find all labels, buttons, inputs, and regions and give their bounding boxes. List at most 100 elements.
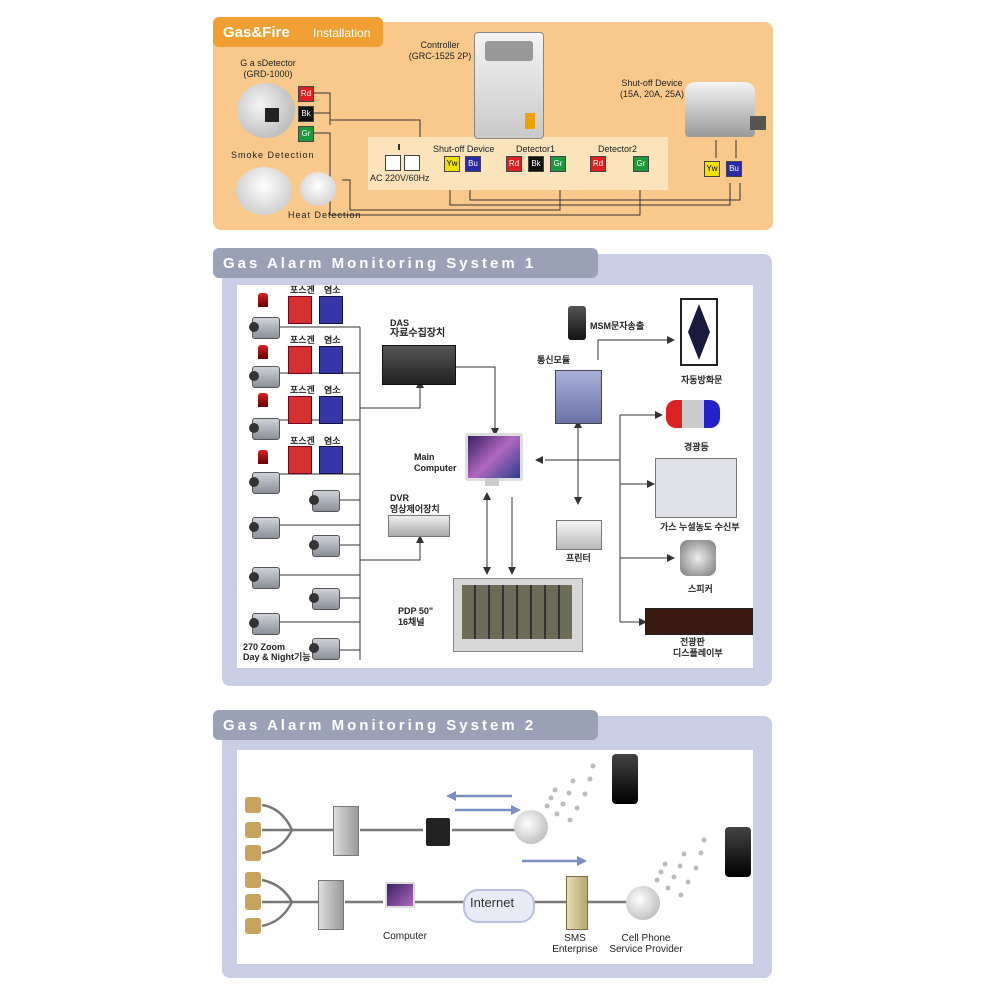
- smartphone-icon: [568, 306, 586, 340]
- smoke-label: Smoke Detection: [231, 150, 315, 160]
- internet-label: Internet: [470, 895, 515, 910]
- led-label-2: 디스플레이부: [673, 648, 723, 658]
- computer-label: Computer: [383, 931, 427, 942]
- main-label: Main: [414, 452, 435, 462]
- installation-header: Gas&Fire Installation: [213, 17, 383, 47]
- camera-daynight-label: Day & Night기능: [243, 652, 311, 662]
- dvr-label: DVR: [390, 493, 410, 503]
- phosgene-sensor-icon: [288, 396, 312, 424]
- camera-zoom-label: 270 Zoom: [243, 642, 286, 652]
- phosgene-label: 포스겐: [290, 385, 315, 395]
- phosgene-label: 포스겐: [290, 335, 315, 345]
- shutoff-valve-image: [750, 116, 766, 130]
- shutoff-wire-bu: Bu: [726, 161, 742, 177]
- strip-bu: Bu: [465, 156, 481, 172]
- printer-label: 프린터: [566, 553, 591, 563]
- auto-door-label: 자동방화문: [681, 375, 723, 385]
- controller-image: [474, 32, 544, 139]
- chlorine-label: 염소: [324, 285, 341, 295]
- camera-icon: [309, 588, 340, 610]
- internet-cloud-icon: [463, 889, 535, 923]
- gas-detector-label: G a sDetector: [240, 58, 296, 68]
- phosgene-sensor-icon: [288, 346, 312, 374]
- sms-label-2: Enterprise: [552, 944, 598, 955]
- shutoff-wire-yw: Yw: [704, 161, 720, 177]
- beacon-icon: [258, 293, 268, 307]
- shutoff-device-image: [685, 82, 755, 137]
- ac-terminal-2: [404, 155, 420, 171]
- chlorine-sensor-icon: [319, 446, 343, 474]
- controller-box-icon: [318, 880, 344, 930]
- sensor-icon: [245, 918, 261, 934]
- strip-det1-label: Detector1: [516, 144, 556, 154]
- det1-bk: Bk: [528, 156, 544, 172]
- beacon-icon: [258, 345, 268, 359]
- warning-light-label: 경광등: [684, 442, 709, 452]
- beacon-icon: [258, 393, 268, 407]
- dvr-kr-label: 영상제어장치: [390, 504, 440, 514]
- sensor-icon: [245, 894, 261, 910]
- msm-label: MSM문자송출: [590, 321, 645, 331]
- sensor-icon: [245, 872, 261, 888]
- strip-shutoff-label: Shut-off Device: [433, 144, 495, 154]
- camera-icon: [249, 418, 280, 440]
- wire-rd: Rd: [298, 86, 314, 102]
- monitoring2-title: Gas Alarm Monitoring System 2: [223, 717, 537, 734]
- gas-receiver-label: 가스 누설농도 수신부: [660, 522, 740, 532]
- camera-icon: [249, 472, 280, 494]
- pdp-label: PDP 50": [398, 606, 434, 616]
- det1-rd: Rd: [506, 156, 522, 172]
- phosgene-sensor-icon: [288, 296, 312, 324]
- shutoff-device-model: (15A, 20A, 25A): [619, 89, 685, 99]
- ac-terminal-1: [385, 155, 401, 171]
- pdp-ch-label: 16채널: [398, 617, 425, 627]
- satellite-dish-icon: [626, 886, 660, 920]
- chlorine-sensor-icon: [319, 296, 343, 324]
- speaker-image: [680, 540, 716, 576]
- det1-gr: Gr: [550, 156, 566, 172]
- gas-detector-display: [265, 108, 279, 122]
- beacon-icon: [258, 450, 268, 464]
- comm-module-image: [555, 370, 602, 424]
- header-title-big: Gas&Fire: [223, 24, 290, 41]
- controller-box-icon: [333, 806, 359, 856]
- wire-gr: Gr: [298, 126, 314, 142]
- heat-detector-image: [300, 172, 336, 206]
- chlorine-sensor-icon: [319, 346, 343, 374]
- camera-icon: [309, 490, 340, 512]
- cell-provider-label-2: Service Provider: [609, 944, 683, 955]
- chlorine-sensor-icon: [319, 396, 343, 424]
- sms-server-icon: [566, 876, 588, 930]
- strip-yw: Yw: [444, 156, 460, 172]
- led-label-1: 전광판: [680, 637, 705, 647]
- strip-det2-label: Detector2: [598, 144, 638, 154]
- das-kr-label: 자료수집장치: [390, 328, 446, 339]
- chlorine-label: 염소: [324, 385, 341, 395]
- camera-icon: [249, 613, 280, 635]
- heat-label: Heat Detection: [288, 210, 362, 220]
- chlorine-label: 염소: [324, 335, 341, 345]
- main-computer-label: Computer: [414, 463, 457, 473]
- modem-icon: [426, 818, 450, 846]
- pdp-display-image: [453, 578, 583, 652]
- auto-door-image: [680, 298, 718, 366]
- sensor-icon: [245, 822, 261, 838]
- comm-label: 통신모듈: [537, 355, 571, 365]
- monitoring2-header: Gas Alarm Monitoring System 2: [213, 710, 598, 740]
- phosgene-sensor-icon: [288, 446, 312, 474]
- monitoring1-wiring: [270, 326, 675, 660]
- shutoff-device-label: Shut-off Device: [621, 78, 683, 88]
- smartphone-icon: [612, 754, 638, 804]
- computer-icon: [385, 882, 415, 908]
- sms-label-1: SMS: [564, 933, 586, 944]
- cell-provider-label-1: Cell Phone: [621, 933, 671, 944]
- chlorine-label: 염소: [324, 436, 341, 446]
- led-display-image: [645, 608, 753, 635]
- smoke-detector-image: [236, 167, 292, 215]
- camera-icon: [249, 567, 280, 589]
- warning-light-image: [666, 400, 720, 428]
- gas-detector-model: (GRD-1000): [243, 69, 293, 79]
- das-unit-image: [382, 345, 456, 385]
- camera-icon: [249, 317, 280, 339]
- monitoring1-header: Gas Alarm Monitoring System 1: [213, 248, 598, 278]
